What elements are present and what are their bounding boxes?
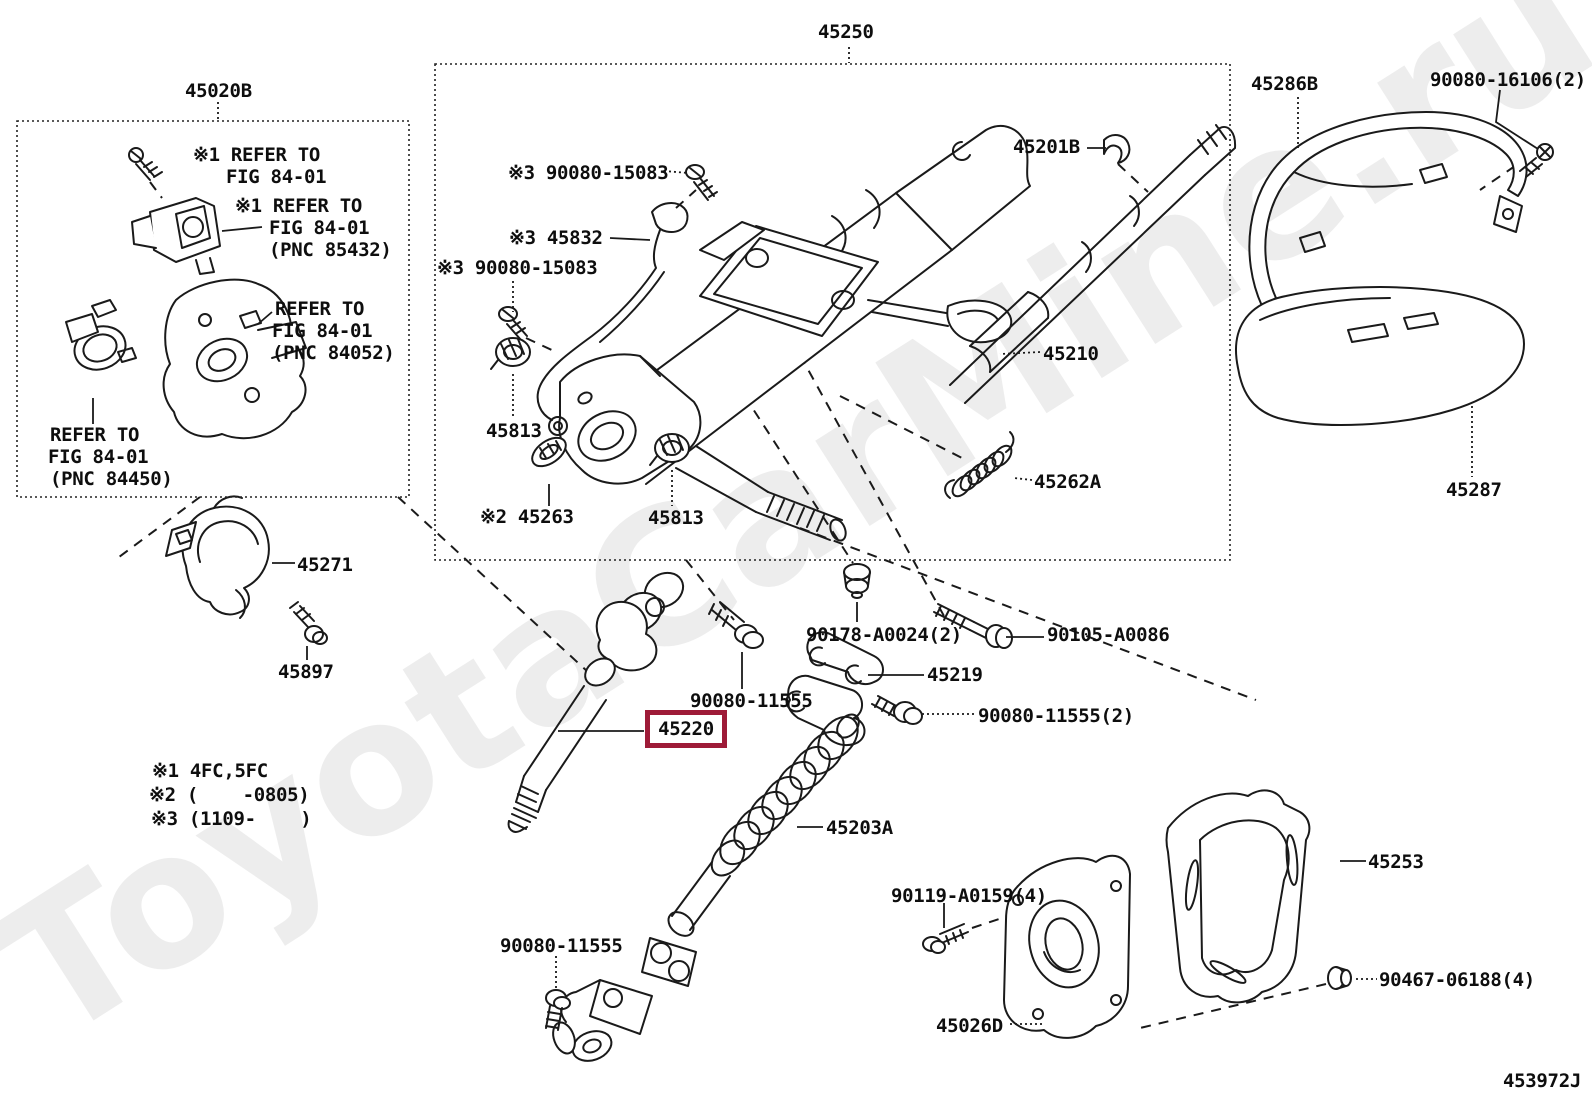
part-45286b: 45286B xyxy=(1251,73,1318,95)
box-title-45020b: 45020B xyxy=(185,80,252,102)
part-90080-16106: 90080-16106(2) xyxy=(1430,69,1586,91)
dotted-leader-lines xyxy=(217,47,1473,1025)
part-90119-a0159: 90119-A0159(4) xyxy=(891,885,1047,907)
ignition-lock-box xyxy=(16,120,410,498)
part-90080-11555-c: 90080-11555 xyxy=(500,935,623,957)
legend-note-1: ※1 4FC,5FC xyxy=(152,760,268,782)
part-90080-15083-a: ※3 90080-15083 xyxy=(508,162,669,184)
ref-pnc85432-3: (PNC 85432) xyxy=(269,239,392,261)
part-45813-b: 45813 xyxy=(648,507,704,529)
part-45220: 45220 xyxy=(645,710,727,748)
part-45203a: 45203A xyxy=(826,817,893,839)
ref-pnc84052-1: REFER TO xyxy=(275,298,365,320)
part-90080-11555-b: 90080-11555(2) xyxy=(978,705,1134,727)
ref-fig8401-a2: FIG 84-01 xyxy=(226,166,327,188)
part-90105-a0086: 90105-A0086 xyxy=(1047,624,1170,646)
drawing-code: 453972J xyxy=(1503,1070,1581,1092)
intermediate-shaft-drawing xyxy=(507,563,1013,1062)
part-45271: 45271 xyxy=(297,554,353,576)
part-90467-06188: 90467-06188(4) xyxy=(1379,969,1535,991)
hole-cover-drawing xyxy=(922,789,1352,1039)
legend-note-2: ※2 ( -0805) xyxy=(149,784,310,806)
ref-pnc84450-3: (PNC 84450) xyxy=(50,468,173,490)
legend-note-3: ※3 (1109- ) xyxy=(151,808,312,830)
part-45813-a: 45813 xyxy=(486,420,542,442)
part-45026d: 45026D xyxy=(936,1015,1003,1037)
ref-fig8401-a1: ※1 REFER TO xyxy=(193,144,321,166)
part-45897: 45897 xyxy=(278,661,334,683)
part-45287: 45287 xyxy=(1446,479,1502,501)
part-45201b: 45201B xyxy=(1013,136,1080,158)
ref-pnc84052-2: FIG 84-01 xyxy=(272,320,373,342)
ref-pnc84450-1: REFER TO xyxy=(50,424,140,446)
box-title-45250: 45250 xyxy=(818,21,874,43)
part-90080-11555-a: 90080-11555 xyxy=(690,690,813,712)
ref-pnc84450-2: FIG 84-01 xyxy=(48,446,149,468)
part-45262a: 45262A xyxy=(1034,471,1101,493)
part-45263: ※2 45263 xyxy=(480,506,574,528)
part-45219: 45219 xyxy=(927,664,983,686)
column-covers-drawing xyxy=(1235,111,1554,426)
ignition-lock-drawing xyxy=(65,147,307,440)
group-boxes xyxy=(16,63,1231,561)
ref-pnc85432-1: ※1 REFER TO xyxy=(235,195,363,217)
steering-column-drawing xyxy=(490,124,1237,542)
leader-lines xyxy=(92,89,1539,928)
part-45253: 45253 xyxy=(1368,851,1424,873)
part-45210: 45210 xyxy=(1043,343,1099,365)
part-90080-15083-b: ※3 90080-15083 xyxy=(437,257,598,279)
column-clamp-drawing xyxy=(165,495,328,645)
part-90178-a0024: 90178-A0024(2) xyxy=(806,624,962,646)
ref-pnc84052-3: (PNC 84052) xyxy=(272,342,395,364)
part-45832: ※3 45832 xyxy=(509,227,603,249)
ref-pnc85432-2: FIG 84-01 xyxy=(269,217,370,239)
